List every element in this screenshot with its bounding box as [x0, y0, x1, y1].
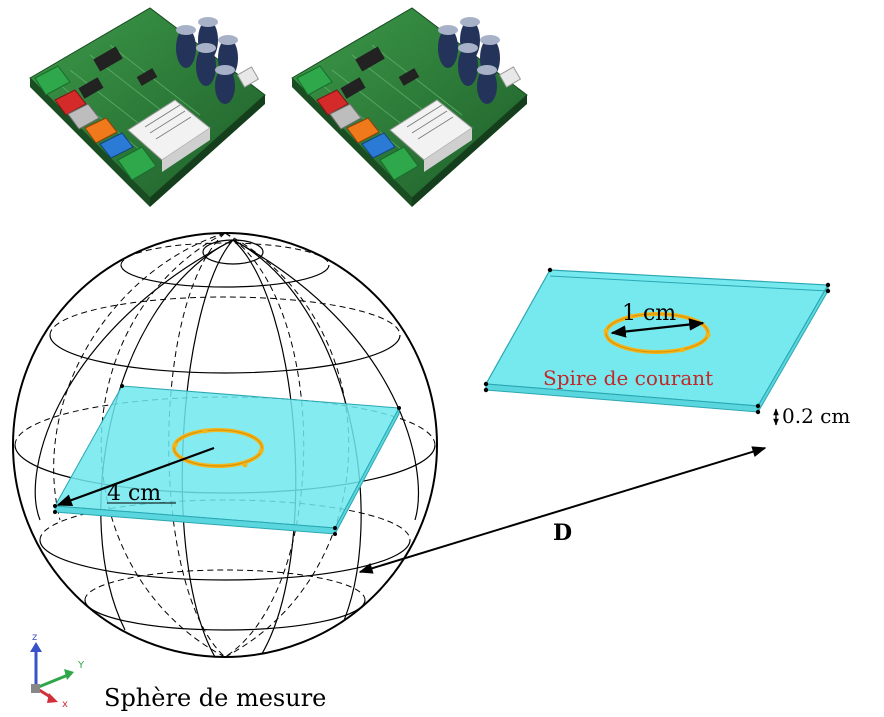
distance-label: D — [553, 520, 572, 546]
detail-plate: 1 cm Spire de courant 0.2 cm — [483, 267, 850, 428]
radius-label: 4 cm — [107, 481, 161, 506]
diameter-label: 1 cm — [622, 301, 676, 326]
diameter-arrow — [610, 318, 705, 338]
axis-triad-icon: z Y x — [30, 632, 85, 710]
axis-z-label: z — [32, 632, 37, 643]
axis-y-label: Y — [77, 660, 85, 671]
plate-in-sphere — [53, 384, 401, 536]
radius-arrow — [56, 446, 215, 507]
circuit-board-photo-2 — [291, 7, 528, 207]
circuit-board-photo-1 — [29, 7, 266, 207]
axis-x-label: x — [62, 699, 68, 710]
distance-arrow — [358, 446, 767, 574]
measurement-sphere: 4 cm — [12, 232, 438, 658]
thickness-label: 0.2 cm — [782, 404, 850, 428]
loop-name-label: Spire de courant — [543, 366, 713, 390]
sphere-name-label: Sphère de mesure — [104, 684, 326, 712]
